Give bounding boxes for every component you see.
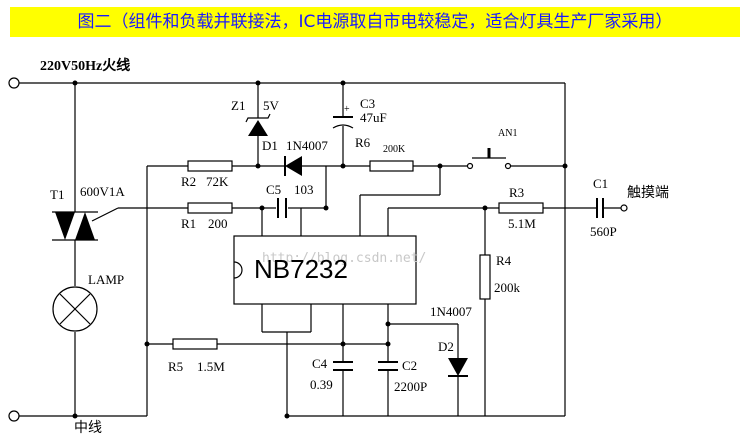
resistor-r3 <box>498 202 544 214</box>
resistor-r6 <box>369 160 414 172</box>
d1-value: 1N4007 <box>286 138 328 153</box>
neutral-label: 中线 <box>74 420 102 436</box>
live-label: 220V50Hz火线 <box>40 57 130 74</box>
z1-ref: Z1 <box>231 98 245 113</box>
touch-label: 触摸端 <box>627 185 669 201</box>
resistor-r4 <box>479 254 491 300</box>
junction-dots <box>72 80 568 419</box>
lamp-symbol <box>52 286 98 332</box>
diode-d2 <box>448 358 468 377</box>
t1-ref: T1 <box>50 187 64 202</box>
diagram-title: 图二（组件和负载并联接法，IC电源取自市电较稳定，适合灯具生产厂家采用） <box>10 7 740 37</box>
pushbutton-an1 <box>466 148 512 170</box>
r6-ref: R6 <box>355 135 371 150</box>
lamp-label: LAMP <box>88 272 124 287</box>
diode-d1 <box>284 156 302 176</box>
r4-value: 200k <box>494 280 521 295</box>
r1-ref: R1 <box>181 216 196 231</box>
an1-ref: AN1 <box>498 128 517 139</box>
ic-nb7232 <box>233 235 417 305</box>
c2-value: 2200P <box>394 379 427 394</box>
r5-ref: R5 <box>168 359 183 374</box>
resistor-r5 <box>172 338 218 350</box>
watermark-text: http://blog.csdn.net/ <box>262 251 426 266</box>
ic-label: NB7232 <box>254 254 348 284</box>
r4-ref: R4 <box>496 253 512 268</box>
r2-value: 72K <box>206 174 229 189</box>
r3-value: 5.1M <box>508 216 536 231</box>
zener-z1 <box>245 113 271 136</box>
c3-value: 47uF <box>360 110 387 125</box>
capacitor-c1 <box>596 198 604 218</box>
c5-ref: C5 <box>266 182 281 197</box>
touch-terminal <box>620 204 628 212</box>
c2-ref: C2 <box>402 358 417 373</box>
c5-value: 103 <box>294 182 314 197</box>
resistor-r1 <box>187 202 233 214</box>
capacitor-c3 <box>332 116 354 129</box>
r6-value: 200K <box>383 144 406 155</box>
c4-value: 0.39 <box>310 377 333 392</box>
wiring <box>19 82 621 417</box>
d2-ref: D2 <box>438 339 454 354</box>
t1-value: 600V1A <box>80 184 125 199</box>
r2-ref: R2 <box>181 174 196 189</box>
neutral-terminal <box>8 410 20 422</box>
c1-ref: C1 <box>593 176 608 191</box>
r1-value: 200 <box>208 216 228 231</box>
z1-value: 5V <box>263 98 280 113</box>
r5-value: 1.5M <box>197 359 225 374</box>
c3-ref: C3 <box>360 96 375 111</box>
c4-ref: C4 <box>312 356 328 371</box>
capacitor-c5 <box>277 198 287 218</box>
c1-value: 560P <box>590 224 617 239</box>
capacitor-c4 <box>333 361 353 371</box>
live-terminal <box>8 77 20 89</box>
d1-ref: D1 <box>262 138 278 153</box>
resistor-r2 <box>187 160 233 172</box>
r3-ref: R3 <box>509 185 524 200</box>
d2-value: 1N4007 <box>430 304 472 319</box>
capacitor-c2 <box>378 361 398 371</box>
triac-t1 <box>52 211 98 241</box>
c3-plus: + <box>344 104 350 115</box>
